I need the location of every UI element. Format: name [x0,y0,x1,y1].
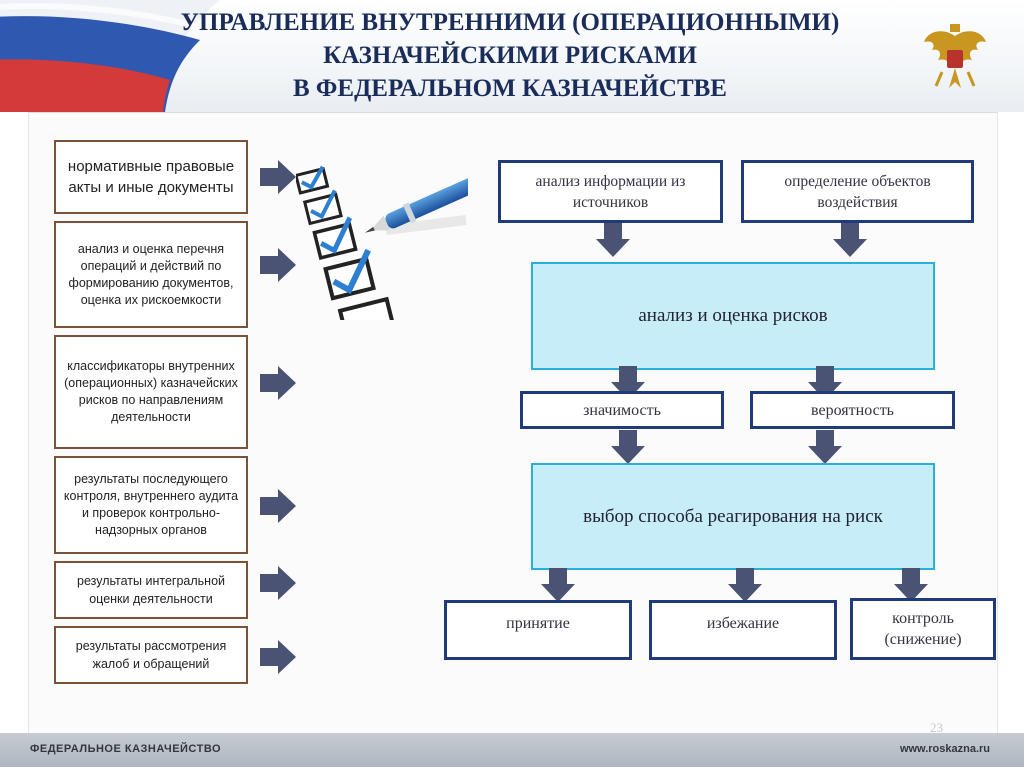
source-text: результаты рассмотрения жалоб и обращени… [75,639,227,671]
flow-text: принятие [506,615,570,632]
title-line: УПРАВЛЕНИЕ ВНУТРЕННИМИ (ОПЕРАЦИОННЫМИ) [180,9,840,36]
down-arrow-icon [808,366,842,400]
double-headed-eagle-emblem-icon [924,24,986,88]
right-arrow-icon [260,248,296,282]
flow-box-information-analysis: анализ информации из источников [498,160,723,223]
flow-box-significance: значимость [520,391,724,429]
source-box-integral-assessment: результаты интегральной оценки деятельно… [54,561,248,619]
flow-text: выбор способа реагирования на риск [583,505,883,527]
right-arrow-icon [260,366,296,400]
flow-text: контроль (снижение) [884,610,962,648]
source-box-regulations: нормативные правовые акты и иные докумен… [54,140,248,214]
source-text: результаты последующего контроля, внутре… [63,472,239,537]
flow-box-probability: вероятность [750,391,955,429]
flow-text: вероятность [811,401,894,419]
flow-box-impact-objects: определение объектов воздействия [741,160,974,223]
footer-organization: ФЕДЕРАЛЬНОЕ КАЗНАЧЕЙСТВО [30,743,222,755]
right-arrow-icon [260,489,296,523]
russian-flag-banner [0,0,220,112]
flow-text: избежание [706,615,780,632]
flow-text: определение объектов воздействия [784,172,931,211]
flow-box-control: контроль (снижение) [850,598,996,660]
page-number: 23 [930,720,943,735]
flow-box-response-selection: выбор способа реагирования на риск [531,463,935,570]
title-line: В ФЕДЕРАЛЬНОМ КАЗНАЧЕЙСТВЕ [293,75,727,102]
source-text: анализ и оценка перечня операций и дейст… [68,241,234,307]
slide-header: УПРАВЛЕНИЕ ВНУТРЕННИМИ (ОПЕРАЦИОННЫМИ) К… [0,0,1024,112]
down-arrow-icon [894,568,928,602]
right-arrow-icon [260,566,296,600]
down-arrow-icon [611,366,645,400]
down-arrow-icon [596,223,630,257]
slide-footer: ФЕДЕРАЛЬНОЕ КАЗНАЧЕЙСТВО www.roskazna.ru [0,733,1024,767]
down-arrow-icon [541,568,575,602]
right-arrow-icon [260,160,296,194]
checklist-pen-illustration [296,165,468,320]
source-text: результаты интегральной оценки деятельно… [77,574,225,606]
title-line: КАЗНАЧЕЙСКИМИ РИСКАМИ [323,42,697,69]
flow-text: анализ информации из источников [535,172,686,211]
footer-website: www.roskazna.ru [899,743,990,755]
right-arrow-icon [260,640,296,674]
flow-text: анализ и оценка рисков [638,305,828,326]
source-box-operations-analysis: анализ и оценка перечня операций и дейст… [54,221,248,328]
source-box-risk-classifiers: классификаторы внутренних (операционных)… [54,335,248,449]
flow-box-risk-analysis: анализ и оценка рисков [531,262,935,370]
down-arrow-icon [611,430,645,464]
down-arrow-icon [728,568,762,602]
flow-box-acceptance: принятие [444,600,632,660]
down-arrow-icon [833,223,867,257]
flow-text: значимость [583,401,661,419]
slide-title: УПРАВЛЕНИЕ ВНУТРЕННИМИ (ОПЕРАЦИОННЫМИ) К… [110,6,910,105]
source-text: нормативные правовые акты и иные докумен… [67,158,235,196]
source-box-audit-results: результаты последующего контроля, внутре… [54,456,248,554]
flow-box-avoidance: избежание [649,600,837,660]
down-arrow-icon [808,430,842,464]
source-box-complaints: результаты рассмотрения жалоб и обращени… [54,626,248,684]
source-text: классификаторы внутренних (операционных)… [64,359,238,424]
